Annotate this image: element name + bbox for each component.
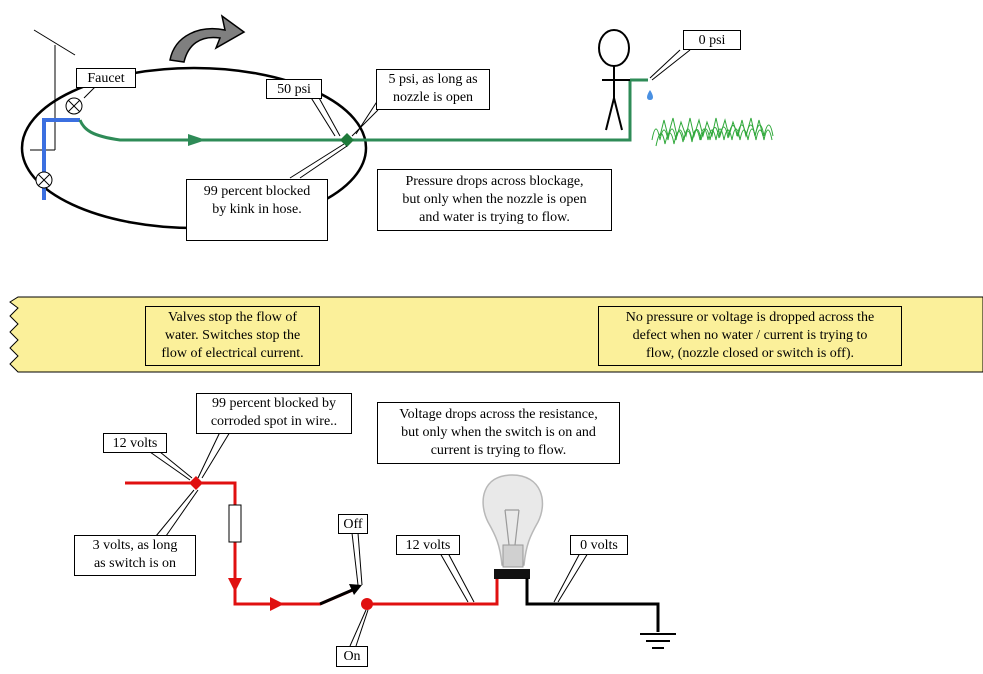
callout-line-0psi-b xyxy=(651,49,691,81)
callout-line-corrosion xyxy=(197,431,221,479)
callout-line-on xyxy=(349,609,367,647)
callout-line-kink-b xyxy=(299,145,348,179)
switch-pivot xyxy=(361,598,373,610)
current-arrow-down-icon xyxy=(228,578,242,592)
current-arrow-right-icon xyxy=(270,597,284,611)
banner-left-note: Valves stop the flow of water. Switches … xyxy=(145,306,320,366)
circuit-explanation: Voltage drops across the resistance, but… xyxy=(377,402,620,464)
callout-line-50psi-b xyxy=(317,95,341,137)
person-figure xyxy=(598,29,630,131)
pressure-5psi-label: 5 psi, as long as nozzle is open xyxy=(376,69,490,110)
callout-line-12v-source xyxy=(149,451,191,481)
faucet-valve-icon xyxy=(65,97,83,115)
ground-icon xyxy=(640,633,676,649)
callout-line-3v xyxy=(155,489,195,537)
source-voltage-label: 12 volts xyxy=(103,433,167,453)
wall-line xyxy=(33,29,76,56)
callout-line-12v-lamp xyxy=(439,552,469,603)
kink-marker xyxy=(340,133,354,147)
lamp-input-voltage-label: 12 volts xyxy=(396,535,460,555)
pressure-50psi-label: 50 psi xyxy=(266,79,322,99)
callout-line-corrosion-b xyxy=(201,431,231,479)
kink-note-label: 99 percent blocked by kink in hose. xyxy=(186,179,328,241)
callout-line-12v-lamp-b xyxy=(447,552,475,603)
switch-lever xyxy=(319,586,358,606)
hose-explanation: Pressure drops across blockage, but only… xyxy=(377,169,612,231)
ground-wire xyxy=(525,578,660,632)
callout-line-on-b xyxy=(355,609,369,647)
switch-on-label: On xyxy=(336,646,368,667)
callout-line-12v-source-b xyxy=(159,451,193,479)
callout-line-0v xyxy=(553,552,581,603)
flow-arrow-icon xyxy=(188,134,206,146)
callout-line-3v-b xyxy=(165,489,199,537)
switch-arrowhead-icon xyxy=(349,584,362,595)
garden-hose xyxy=(78,80,632,142)
callout-line-5psi xyxy=(351,109,379,137)
after-corrosion-voltage-label: 3 volts, as long as switch is on xyxy=(74,535,196,576)
banner-right-note: No pressure or voltage is dropped across… xyxy=(598,306,902,366)
corrosion-note-label: 99 percent blocked by corroded spot in w… xyxy=(196,393,352,434)
callout-line-off xyxy=(351,532,359,586)
nozzle-pressure-label: 0 psi xyxy=(683,30,741,50)
lamp-output-voltage-label: 0 volts xyxy=(570,535,628,555)
callout-line-off-b xyxy=(357,532,363,586)
light-bulb-icon xyxy=(482,474,544,579)
curved-arrow-icon xyxy=(169,14,246,63)
callout-line-0v-b xyxy=(557,552,589,603)
lower-valve-icon xyxy=(35,171,53,189)
callout-line-0psi xyxy=(649,49,681,79)
corrosion-marker xyxy=(189,476,203,490)
callout-line-5psi-b xyxy=(355,99,379,135)
water-pipe xyxy=(42,118,80,200)
grass-icon xyxy=(651,117,774,147)
callout-line-kink xyxy=(289,143,345,179)
water-drop-icon xyxy=(647,90,653,100)
fuse-icon xyxy=(228,504,242,543)
callout-line-50psi xyxy=(309,95,336,137)
switch-off-label: Off xyxy=(338,514,368,534)
faucet-label: Faucet xyxy=(76,68,136,88)
